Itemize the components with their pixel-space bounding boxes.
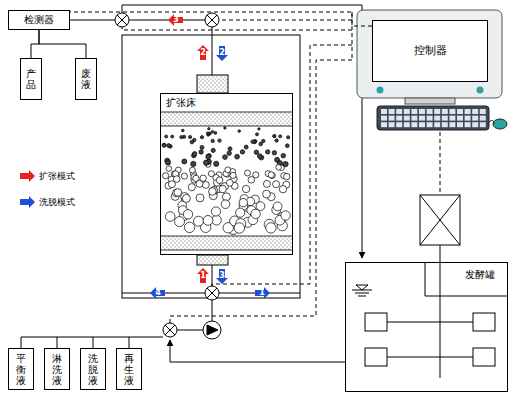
node-label: 扩张床 [164,97,198,109]
product-box: 产品 [20,58,42,100]
callout-number: 3 [219,272,225,280]
callout-number: 2 [219,49,225,57]
callout-number: 3 [173,16,179,24]
waste-box: 废液 [75,58,97,100]
solution-box: 再生液 [116,348,142,390]
node-label: 洗脱液 [88,353,98,386]
connector [70,12,372,26]
flow-arrow [216,46,228,61]
node-label: 发酵罐 [463,269,497,281]
callout-number: 4 [155,289,161,297]
callout-number: 1 [259,289,265,297]
expanded-bed-column: 扩张床 [160,93,293,255]
solution-box: 淋洗液 [44,348,70,390]
legend-row: 扩张模式 [18,170,75,182]
legend-swatch [18,196,36,208]
callout-number: 2 [200,49,206,57]
flow-arrow [168,14,183,26]
legend-label: 扩张模式 [39,171,75,182]
fermenter-tank: 发酵罐 [345,262,508,392]
node-label: 产品 [26,68,36,90]
node-label: 废液 [81,68,91,90]
flow-arrow [197,268,209,283]
node-label: 再生液 [124,353,134,386]
node-label: 检测器 [24,14,54,26]
flow-arrow [150,287,165,299]
controller-screen: 控制器 [372,20,488,82]
flow-arrow [216,269,228,284]
detector-box: 检测器 [8,10,70,30]
legend-label: 洗脱模式 [39,197,75,208]
connector [39,30,86,58]
solution-box: 洗脱液 [80,348,106,390]
flow-arrow [255,287,270,299]
legend-row: 洗脱模式 [18,196,75,208]
connector [31,30,39,58]
flow-arrow [197,45,209,60]
solution-box: 平衡液 [8,348,34,390]
node-label: 平衡液 [16,353,26,386]
node-label: 控制器 [414,44,447,57]
node-label: 淋洗液 [52,353,62,386]
legend-swatch [18,170,36,182]
callout-number: 1 [200,272,206,280]
